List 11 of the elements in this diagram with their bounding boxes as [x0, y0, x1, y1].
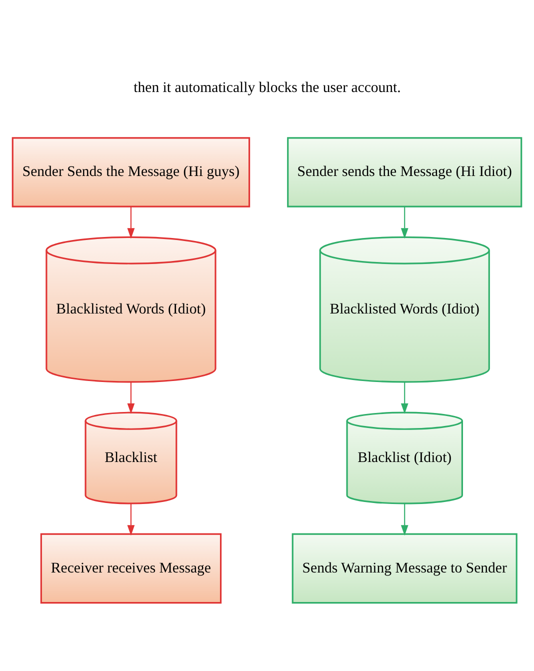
arrow — [400, 206, 408, 238]
node-box: Sender sends the Message (Hi Idiot) — [287, 136, 522, 207]
arrow — [127, 206, 135, 238]
arrow — [127, 503, 135, 536]
label: then it automatically blocks the user account. — [134, 80, 401, 96]
node-box: Sends Warning Message to Sender — [292, 532, 518, 604]
arrow — [400, 503, 408, 536]
node-box: Sender Sends the Message (Hi guys) — [12, 136, 250, 207]
arrow — [400, 382, 408, 414]
arrow — [127, 382, 135, 414]
node-box: Receiver receives Message — [40, 532, 222, 604]
